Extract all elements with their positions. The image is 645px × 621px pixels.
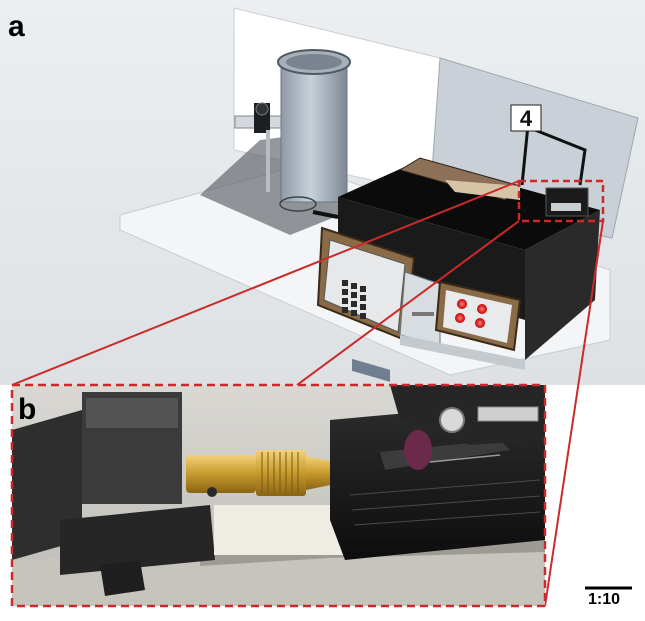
panel-b-label: b	[18, 393, 37, 426]
left-clamp-highlight	[86, 398, 178, 428]
keypad-icon	[342, 280, 366, 319]
panel-b-frame	[10, 383, 547, 608]
callout-number: 4	[520, 106, 533, 131]
drawer-handle	[412, 312, 434, 316]
red-button-icon	[477, 304, 487, 314]
red-button-icon	[475, 318, 485, 328]
red-button-icon	[455, 313, 465, 323]
keypad-display	[352, 358, 390, 382]
probe-screw-icon	[439, 407, 465, 433]
cable-tie	[100, 560, 145, 596]
white-block	[214, 505, 344, 555]
machine-right-side	[525, 210, 600, 360]
probe-holder	[390, 385, 545, 445]
panel-a-scene: 4	[0, 0, 645, 607]
cylinder-top-inner	[286, 54, 342, 70]
cylinder-body	[280, 61, 348, 203]
red-button-icon	[457, 299, 467, 309]
machine-top	[338, 160, 600, 250]
brass-connector	[186, 455, 256, 493]
small-device	[545, 187, 589, 217]
zoom-line-left	[11, 180, 520, 386]
connector-cable	[312, 210, 339, 219]
machine-foot	[400, 335, 525, 370]
small-device-slot	[551, 203, 581, 211]
callout-number-box	[510, 104, 542, 132]
brass-screw-icon	[207, 487, 217, 497]
panel-b-photo	[10, 383, 547, 608]
probe-tip	[404, 430, 432, 470]
rail-texture	[349, 479, 541, 526]
zoom-line-right	[544, 220, 604, 607]
callout-leader-line	[520, 124, 530, 186]
zoom-line-inner-left	[296, 220, 520, 386]
callout-source-box	[517, 179, 605, 223]
camera-pole	[266, 130, 270, 192]
callout-cable	[534, 128, 587, 186]
knurl-lines	[261, 452, 299, 494]
machine-back-inner	[445, 180, 520, 200]
probe-thread	[477, 406, 539, 422]
cylinder-base	[279, 196, 317, 212]
panel-a-label: a	[8, 10, 25, 43]
rail-groove	[429, 454, 501, 463]
machine-front-left	[338, 197, 525, 320]
left-bracket	[60, 505, 215, 575]
scale-bar-label: 1:10	[588, 591, 621, 608]
camera-lens	[255, 102, 269, 116]
